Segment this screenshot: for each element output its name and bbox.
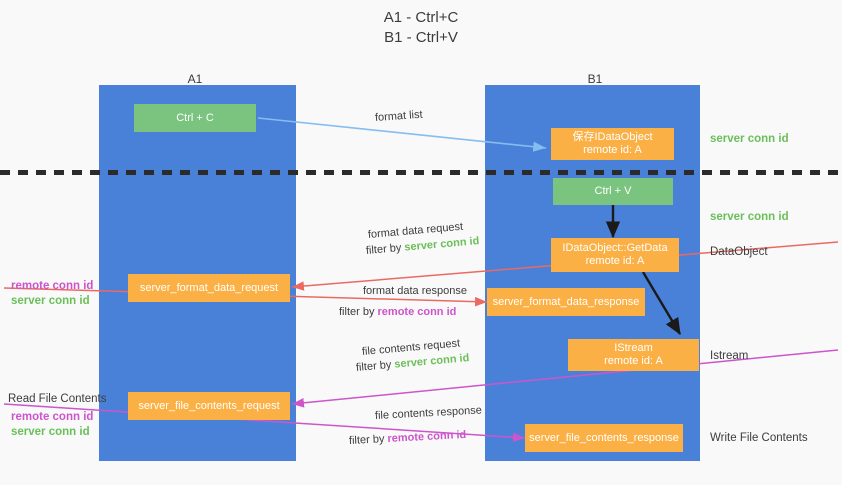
filter-value-remote-conn-id: remote conn id — [387, 428, 467, 445]
node-idataobject-getdata[interactable]: IDataObject::GetData remote id: A — [551, 238, 679, 272]
annotation-read-file-contents: Read File Contents — [8, 393, 107, 405]
annotation-write-file-contents: Write File Contents — [710, 432, 808, 444]
annotation-dataobject: DataObject — [710, 246, 768, 258]
filter-prefix: filter by — [348, 432, 388, 447]
node-server-file-contents-request[interactable]: server_file_contents_request — [128, 392, 290, 420]
page-title: A1 - Ctrl+C B1 - Ctrl+V — [383, 9, 459, 46]
node-istream[interactable]: IStream remote id: A — [568, 339, 699, 371]
filter-value-remote-conn-id: remote conn id — [377, 306, 457, 318]
annotation-format-remote-conn-id: remote conn id — [11, 280, 94, 292]
node-server-format-data-response[interactable]: server_format_data_response — [487, 288, 645, 316]
column-header-b1-name: B1 — [587, 72, 603, 86]
annotation-server-conn-id-top: server conn id — [710, 133, 789, 145]
annotation-istream: Istream — [710, 350, 749, 362]
annotation-format-server-conn-id: server conn id — [11, 295, 90, 307]
node-server-format-data-request[interactable]: server_format_data_request — [128, 274, 290, 302]
edge-label-format-list: format list — [374, 108, 423, 124]
edge-label-format-data-response-filter: filter by remote conn id — [339, 305, 456, 319]
edge-label-file-contents-response: file contents response — [374, 404, 483, 422]
node-ctrl-c[interactable]: Ctrl + C — [134, 104, 256, 132]
edge-label-file-contents-response-filter: filter by remote conn id — [349, 428, 467, 448]
filter-prefix: filter by — [355, 358, 395, 374]
node-ctrl-v[interactable]: Ctrl + V — [553, 178, 673, 205]
edge-label-format-data-response: format data response — [363, 285, 467, 297]
filter-prefix: filter by — [365, 241, 405, 257]
filter-prefix: filter by — [339, 306, 378, 318]
node-save-idataobject[interactable]: 保存IDataObject remote id: A — [551, 128, 674, 160]
annotation-server-conn-id-second: server conn id — [710, 211, 789, 223]
annotation-file-server-conn-id: server conn id — [11, 426, 90, 438]
annotation-file-remote-conn-id: remote conn id — [11, 411, 94, 423]
column-header-a1-name: A1 — [187, 72, 203, 86]
node-server-file-contents-response[interactable]: server_file_contents_response — [525, 424, 683, 452]
phase-divider — [0, 170, 842, 175]
